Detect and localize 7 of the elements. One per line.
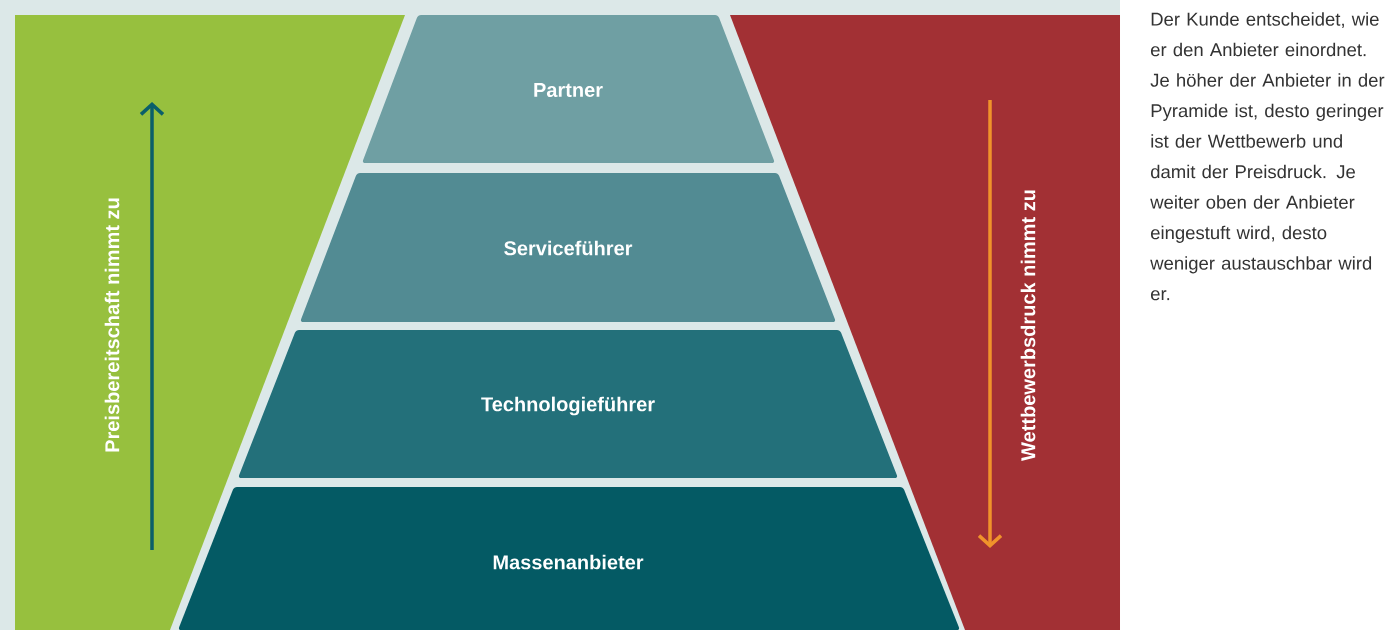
description-text: Der Kunde entscheidet, wie er den Anbieter einordnet. Je höher der Anbieter in der Pyramide ist, desto geringer ist der Wettbewerb und damit der Preisdruck. Je weiter oben der Anbieter eingestuft wird, desto weniger austauschbar wird er. <box>1150 12 1385 301</box>
pyramid-level: Serviceführer <box>300 173 836 322</box>
pyramid-level: Technologieführer <box>238 330 898 478</box>
side-panel: Preisbereitschaft nimmt zu <box>15 15 405 630</box>
side-panel: Wettbewerbsdruck nimmt zu <box>730 15 1120 630</box>
pyramid-level: Massenanbieter <box>178 487 960 630</box>
pyramid-level: Partner <box>362 15 775 163</box>
